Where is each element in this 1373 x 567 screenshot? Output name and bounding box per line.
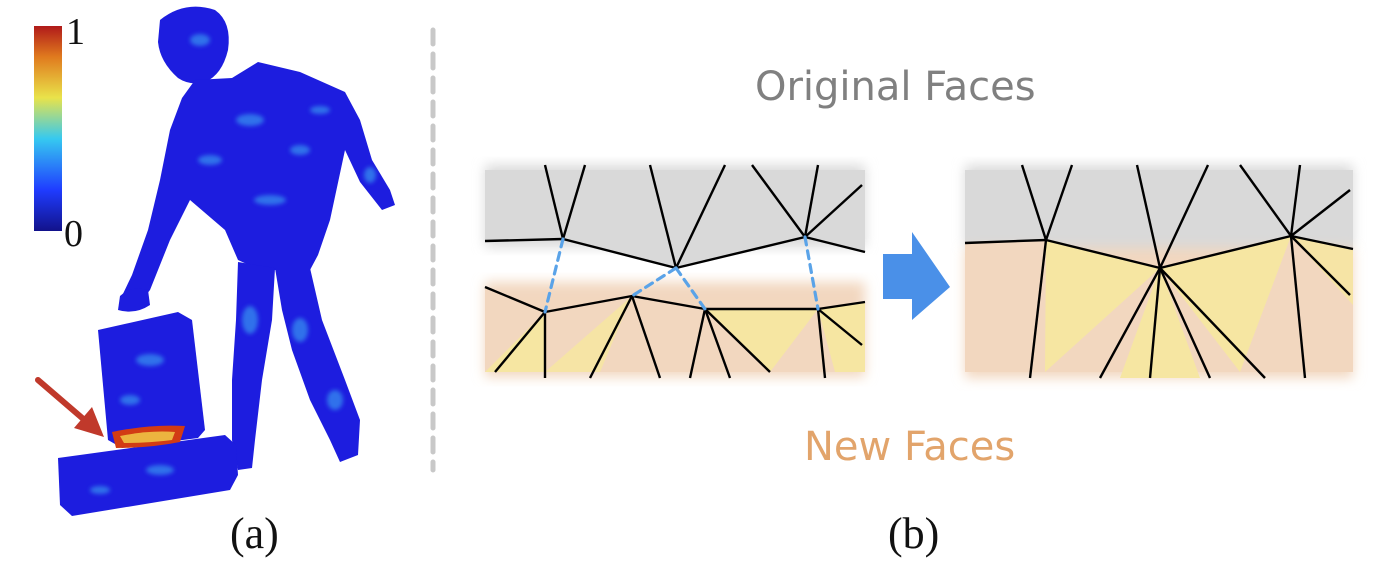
mesh-after	[964, 164, 1354, 379]
original-faces-label: Original Faces	[755, 64, 1036, 110]
panel-b	[484, 164, 1354, 379]
panel-a	[34, 6, 395, 516]
colorbar-min-label: 0	[64, 213, 83, 255]
pointer-arrow	[35, 377, 104, 437]
colorbar	[34, 26, 62, 231]
human-mesh-figure	[58, 6, 395, 516]
colorbar-max-label: 1	[66, 11, 85, 53]
mesh-before	[484, 164, 866, 379]
panel-b-label: (b)	[888, 509, 940, 558]
mesh-highlights	[90, 34, 376, 494]
new-faces-label: New Faces	[804, 424, 1016, 470]
panel-a-label: (a)	[230, 509, 279, 558]
transform-arrow	[883, 232, 950, 320]
